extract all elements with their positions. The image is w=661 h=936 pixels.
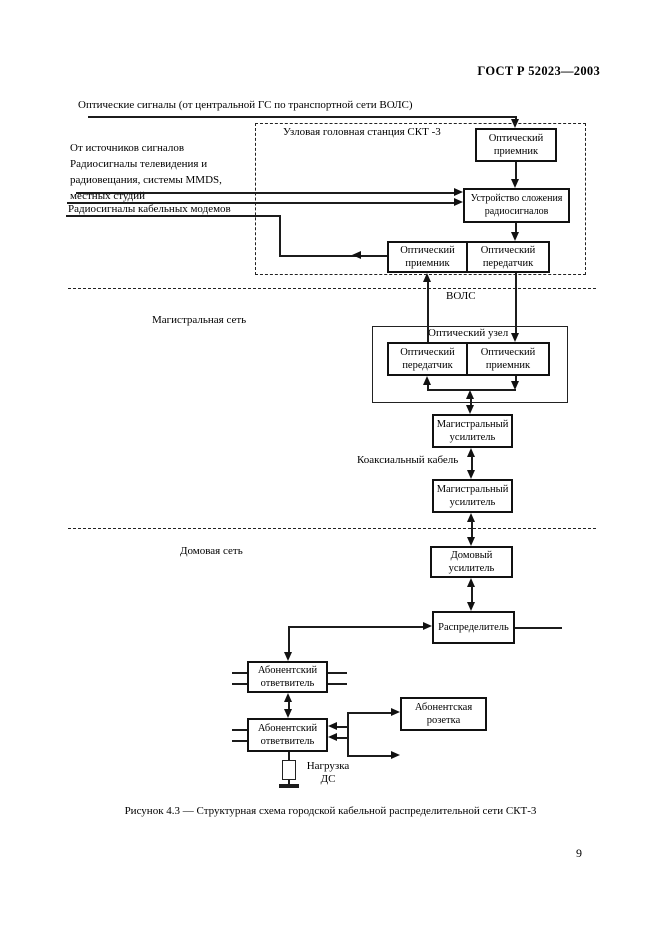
label-vols: ВОЛС bbox=[446, 290, 476, 302]
tap-port-stub bbox=[232, 683, 247, 685]
label-optical-node: Оптический узел bbox=[428, 327, 509, 339]
connector-line bbox=[347, 712, 349, 757]
arrowhead-down bbox=[284, 709, 292, 718]
connector-line bbox=[427, 282, 429, 342]
tap-port-stub bbox=[232, 740, 247, 742]
label-trunk-network: Магистральная сеть bbox=[152, 314, 247, 326]
signal-sources-line: От источников сигналов bbox=[70, 142, 185, 154]
arrowhead-right bbox=[391, 708, 400, 716]
connector-line bbox=[347, 755, 392, 757]
box-distributor: Распределитель bbox=[432, 611, 515, 644]
arrowhead-down bbox=[511, 179, 519, 188]
label-optical-signals: Оптические сигналы (от центральной ГС по… bbox=[78, 99, 413, 111]
connector-line bbox=[288, 626, 290, 652]
ground-bar bbox=[279, 784, 299, 788]
arrowhead-right bbox=[454, 188, 463, 196]
label-load-ds: Нагрузка ДС bbox=[302, 760, 354, 786]
label-cable-modems: Радиосигналы кабельных модемов bbox=[68, 203, 231, 215]
arrowhead-down bbox=[467, 470, 475, 479]
connector-line bbox=[88, 116, 516, 118]
box-signal-combiner: Устройство сложения радиосигналов bbox=[463, 188, 570, 223]
arrowhead-down bbox=[511, 381, 519, 390]
arrowhead-right bbox=[423, 622, 432, 630]
box-subscriber-outlet: Абонентская розетка bbox=[400, 697, 487, 731]
connector-line bbox=[66, 215, 281, 217]
label-load-line: Нагрузка bbox=[306, 760, 350, 772]
connector-line bbox=[279, 255, 388, 257]
connector-line bbox=[471, 586, 473, 603]
connector-line bbox=[337, 726, 348, 728]
arrowhead-up bbox=[467, 448, 475, 457]
head-station-dashed-frame bbox=[255, 123, 586, 275]
label-home-network: Домовая сеть bbox=[180, 545, 243, 557]
arrowhead-down bbox=[467, 537, 475, 546]
connector-line bbox=[470, 398, 472, 406]
box-trunk-amplifier-2: Магистральный усилитель bbox=[432, 479, 513, 513]
tap-port-stub bbox=[232, 672, 247, 674]
connector-line bbox=[515, 627, 562, 629]
arrowhead-left bbox=[328, 733, 337, 741]
arrowhead-up bbox=[467, 513, 475, 522]
arrowhead-left bbox=[328, 722, 337, 730]
separator-trunk bbox=[68, 288, 596, 289]
arrowhead-up bbox=[467, 578, 475, 587]
label-load-line: ДС bbox=[320, 773, 336, 786]
arrowhead-up bbox=[423, 273, 431, 282]
connector-line bbox=[288, 701, 290, 710]
connector-line bbox=[427, 385, 429, 391]
box-optical-receiver-head: Оптический приемник bbox=[387, 241, 468, 273]
connector-line bbox=[279, 215, 281, 256]
arrowhead-up bbox=[466, 390, 474, 399]
box-optical-receiver-node: Оптический приемник bbox=[466, 342, 550, 376]
connector-line bbox=[288, 626, 424, 628]
box-optical-receiver-top: Оптический приемник bbox=[475, 128, 557, 162]
signal-sources-line: Радиосигналы телевидения и bbox=[70, 158, 208, 170]
arrowhead-up bbox=[284, 693, 292, 702]
label-signal-sources: От источников сигналов Радиосигналы теле… bbox=[70, 140, 222, 204]
connector-line bbox=[515, 376, 517, 382]
load-resistor bbox=[282, 760, 296, 780]
connector-line bbox=[347, 712, 392, 714]
arrowhead-right bbox=[454, 198, 463, 206]
signal-sources-line: радиовещания, системы MMDS, bbox=[70, 174, 222, 186]
connector-line bbox=[515, 273, 517, 333]
connector-line bbox=[76, 192, 454, 194]
arrowhead-up bbox=[423, 376, 431, 385]
connector-line bbox=[288, 780, 290, 785]
box-trunk-amplifier-1: Магистральный усилитель bbox=[432, 414, 513, 448]
page-number: 9 bbox=[576, 846, 582, 860]
box-optical-transmitter-head: Оптический передатчик bbox=[466, 241, 550, 273]
page-header-gost: ГОСТ Р 52023—2003 bbox=[477, 64, 600, 78]
arrowhead-down bbox=[467, 602, 475, 611]
separator-home bbox=[68, 528, 596, 529]
connector-line bbox=[427, 389, 516, 391]
box-home-amplifier: Домовый усилитель bbox=[430, 546, 513, 578]
arrowhead-down bbox=[466, 405, 474, 414]
arrowhead-down bbox=[511, 333, 519, 342]
connector-line bbox=[471, 456, 473, 471]
box-subscriber-tap-1: Абонентский ответвитель bbox=[247, 661, 328, 693]
arrowhead-right bbox=[391, 751, 400, 759]
tap-port-stub bbox=[328, 683, 347, 685]
connector-line bbox=[67, 202, 454, 204]
connector-line bbox=[288, 752, 290, 760]
arrowhead-left bbox=[352, 251, 361, 259]
connector-line bbox=[337, 737, 348, 739]
tap-port-stub bbox=[328, 672, 347, 674]
arrowhead-down bbox=[284, 652, 292, 661]
connector-line bbox=[515, 162, 517, 180]
connector-line bbox=[471, 521, 473, 538]
figure-caption: Рисунок 4.3 — Структурная схема городско… bbox=[124, 805, 537, 817]
connector-line bbox=[515, 223, 517, 233]
box-subscriber-tap-2: Абонентский ответвитель bbox=[247, 718, 328, 752]
arrowhead-down bbox=[511, 232, 519, 241]
tap-port-stub bbox=[232, 729, 247, 731]
label-coaxial-cable: Коаксиальный кабель bbox=[357, 454, 459, 466]
station-title: Узловая головная станция СКТ -3 bbox=[283, 126, 441, 138]
box-optical-transmitter-node: Оптический передатчик bbox=[387, 342, 468, 376]
